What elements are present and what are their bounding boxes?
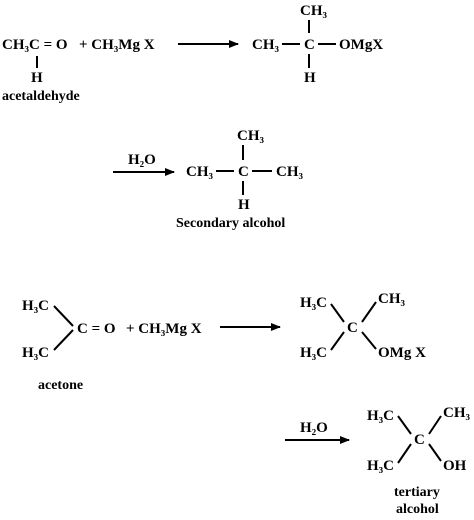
alkoxide-2-ch3-top-left: H₃C <box>300 295 327 311</box>
reaction-1: CH₃C = O H acetaldehyde + CH₃Mg X CH₃ CH… <box>2 3 383 104</box>
tert-alcohol-oh: OH <box>443 458 467 474</box>
acetone-carbonyl: C = O <box>77 321 116 337</box>
acetone-ch3-top: H₃C <box>22 298 49 314</box>
acetaldehyde-name: acetaldehyde <box>2 89 80 104</box>
sec-alcohol-ch3-right: CH₃ <box>276 164 304 180</box>
tertiary-alcohol-structure: H₃C H₃C C CH₃ OH <box>367 405 471 474</box>
bond <box>330 303 345 323</box>
acetone-structure: H₃C H₃C C = O <box>22 298 116 361</box>
tert-alcohol-ch3-bottom-left: H₃C <box>367 458 394 474</box>
bond <box>397 443 412 464</box>
acetone-name: acetone <box>38 378 83 393</box>
sec-alcohol-ch3-left: CH₃ <box>186 164 214 180</box>
bond <box>330 331 345 351</box>
tert-alcohol-ch3-top-right: CH₃ <box>443 405 471 421</box>
bond <box>397 415 412 435</box>
alkoxide-1-h: H <box>304 70 316 86</box>
acetaldehyde-formula: CH₃C = O <box>2 37 68 53</box>
grignard-reagent-2: + CH₃Mg X <box>126 321 202 337</box>
acetone-ch3-bottom: H₃C <box>22 345 49 361</box>
alkoxide-2-ch3-bottom-left: H₃C <box>300 345 327 361</box>
sec-alcohol-ch3-top: CH₃ <box>237 128 265 144</box>
hydrolysis-1: H₂O CH₃ CH₃ C CH₃ H Secondary alcohol <box>113 128 304 231</box>
alkoxide-2-omgx: OMg X <box>378 345 426 361</box>
secondary-alcohol-structure: CH₃ CH₃ C CH₃ H <box>186 128 304 213</box>
hydrolysis-2: H₂O H₃C H₃C C CH₃ OH tertiary alcohol <box>285 405 471 517</box>
secondary-alcohol-name: Secondary alcohol <box>176 216 285 231</box>
water-reagent-2: H₂O <box>300 420 328 436</box>
tert-alcohol-carbon: C <box>414 432 425 448</box>
alkoxide-2-ch3-top-right: CH₃ <box>378 291 406 307</box>
grignard-reagent-1: + CH₃Mg X <box>79 37 155 53</box>
alkoxide-product-1: CH₃ CH₃ C OMgX H <box>252 3 383 86</box>
sec-alcohol-h: H <box>238 197 250 213</box>
alkoxide-1-ch3-left: CH₃ <box>252 37 280 53</box>
acetaldehyde-h: H <box>31 70 43 86</box>
alkoxide-1-ch3-top: CH₃ <box>300 3 328 19</box>
sec-alcohol-carbon: C <box>238 164 249 180</box>
tertiary-alcohol-name-line2: alcohol <box>396 502 439 517</box>
bond <box>361 331 377 350</box>
bond <box>361 301 377 323</box>
alkoxide-product-2: H₃C H₃C C CH₃ OMg X <box>300 291 426 361</box>
bond <box>428 415 442 435</box>
tert-alcohol-ch3-top-left: H₃C <box>367 408 394 424</box>
bond <box>53 329 74 351</box>
alkoxide-1-carbon: C <box>304 37 315 53</box>
alkoxide-1-omgx: OMgX <box>339 37 383 53</box>
tertiary-alcohol-name-line1: tertiary <box>394 485 440 500</box>
bond <box>53 305 74 327</box>
alkoxide-2-carbon: C <box>347 320 358 336</box>
water-reagent-1: H₂O <box>128 152 156 168</box>
bond <box>428 443 442 462</box>
reaction-2: H₃C H₃C C = O + CH₃Mg X acetone H₃C H₃C … <box>22 291 426 393</box>
